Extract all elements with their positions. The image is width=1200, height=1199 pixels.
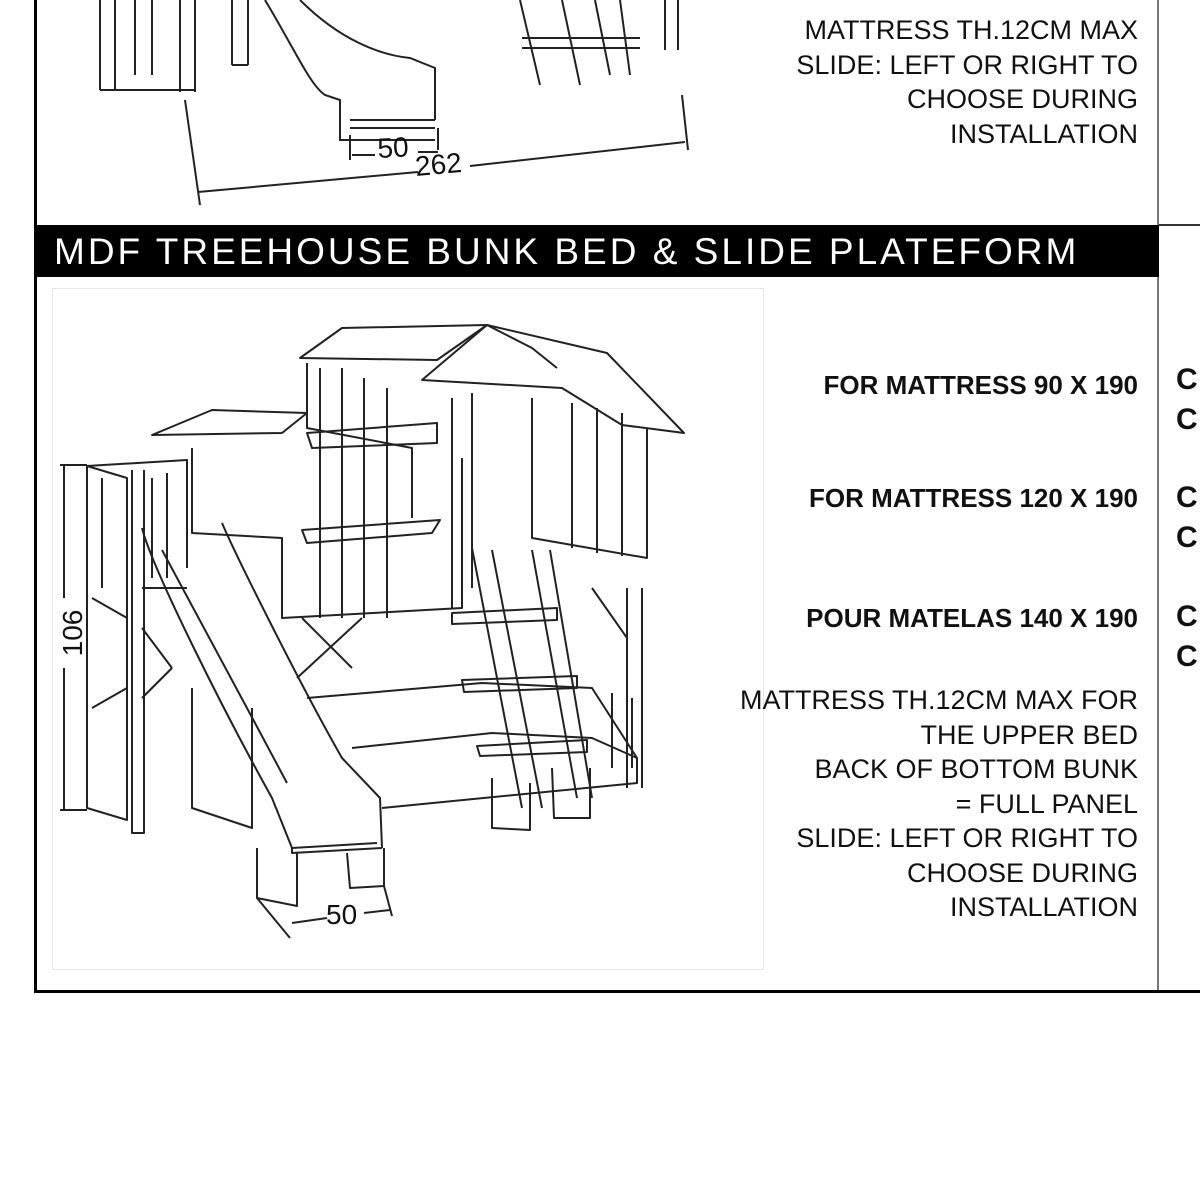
top-right-rule xyxy=(1159,224,1200,226)
top-drawing-dim-line xyxy=(469,141,686,167)
dim-line xyxy=(60,464,87,811)
spec-140x190: POUR MATELAS 140 X 190 xyxy=(806,603,1138,633)
bottom-bunk-rail xyxy=(611,693,633,768)
top-drawing-dim-line xyxy=(197,171,419,193)
cabin-wall xyxy=(451,393,473,608)
top-drawing-post xyxy=(231,0,249,66)
top-drawing-dim-line xyxy=(352,151,438,156)
note-line: INSTALLATION xyxy=(949,892,1138,922)
top-drawing-ladder xyxy=(519,0,631,86)
cabin-wall xyxy=(306,363,413,518)
top-frame-right-border xyxy=(1157,0,1159,225)
note-line: MATTRESS TH.12CM MAX xyxy=(804,15,1138,45)
top-frame-left-border xyxy=(34,0,37,225)
top-drawing-dim-line xyxy=(681,94,689,151)
dim-height-label: 106 xyxy=(57,610,88,657)
roof xyxy=(421,324,685,434)
dim-line xyxy=(256,885,393,939)
top-slide-drawing: 50 262 xyxy=(99,0,689,206)
top-drawing-dim-line xyxy=(184,99,201,206)
slide-foot xyxy=(256,848,385,907)
slide-ramp-end xyxy=(291,847,383,854)
clipped-column-letter: C xyxy=(1176,521,1198,554)
clipped-column-letter: C xyxy=(1176,403,1198,436)
note-line: THE UPPER BED xyxy=(920,719,1138,750)
ladder-step xyxy=(476,739,588,757)
note-line: INSTALLATION xyxy=(949,118,1138,149)
top-dim-total-label: 262 xyxy=(414,147,463,182)
top-drawing-slide xyxy=(264,0,435,141)
slide xyxy=(141,527,378,849)
top-drawing-dim-line xyxy=(349,128,439,160)
roof xyxy=(299,324,488,361)
clipped-column-letter: C xyxy=(1176,640,1198,673)
tower-frame xyxy=(131,470,145,834)
note-line: = FULL PANEL xyxy=(955,788,1138,819)
note-line: BACK OF BOTTOM BUNK xyxy=(814,754,1138,784)
drawing-panel xyxy=(52,288,764,970)
spec-90x190: FOR MATTRESS 90 X 190 xyxy=(823,370,1139,400)
note-line: SLIDE: LEFT OR RIGHT TO xyxy=(796,823,1138,853)
top-dim-slide-label: 50 xyxy=(377,131,410,164)
cabin-wall xyxy=(531,398,648,559)
top-notes: MATTRESS TH.12CM MAX SLIDE: LEFT OR RIGH… xyxy=(796,13,1138,151)
cabin-shelf xyxy=(306,422,438,449)
main-frame-bottom-border xyxy=(34,990,1200,993)
main-frame-left-border xyxy=(34,277,37,993)
bottom-bunk-panel xyxy=(191,688,253,829)
dim-slide-label: 50 xyxy=(326,899,357,930)
ladder-foot xyxy=(491,767,591,831)
bottom-bunk xyxy=(306,682,638,809)
top-drawing-ladder xyxy=(522,37,640,49)
spec-120x190: FOR MATTRESS 120 X 190 xyxy=(809,483,1138,513)
section-title-bar: MDF TREEHOUSE BUNK BED & SLIDE PLATEFORM xyxy=(34,225,1159,277)
treehouse-drawing: 106 50 xyxy=(57,324,685,939)
ladder-step xyxy=(461,675,578,693)
note-line: SLIDE: LEFT OR RIGHT TO xyxy=(796,49,1138,80)
clipped-column-letter: C xyxy=(1176,600,1198,633)
top-drawing-post xyxy=(99,0,196,92)
note-line: CHOOSE DURING xyxy=(906,857,1138,888)
main-notes: MATTRESS TH.12CM MAX FOR THE UPPER BED B… xyxy=(740,683,1138,925)
cabin-plank xyxy=(319,368,623,618)
top-drawing-slide xyxy=(299,0,436,120)
clipped-column-letter: C xyxy=(1176,363,1198,396)
roof-ridge xyxy=(486,324,558,369)
section-title: MDF TREEHOUSE BUNK BED & SLIDE PLATEFORM xyxy=(54,231,1080,272)
slide xyxy=(161,549,288,784)
note-line: CHOOSE DURING xyxy=(906,84,1138,114)
clipped-column-letter: C xyxy=(1176,481,1198,514)
tower-brace xyxy=(91,597,173,709)
tower-frame xyxy=(86,465,128,821)
cabin-wall xyxy=(191,448,463,619)
slide xyxy=(221,522,383,849)
main-frame-right-border xyxy=(1157,277,1159,993)
cabin-shelf xyxy=(301,519,441,544)
ladder-step xyxy=(451,607,558,625)
support-post xyxy=(626,588,643,788)
note-line: MATTRESS TH.12CM MAX FOR xyxy=(739,685,1138,715)
top-drawing-slide xyxy=(350,119,435,129)
roof xyxy=(151,409,308,436)
support-brace xyxy=(296,587,628,679)
top-drawing-ladder xyxy=(664,0,679,50)
bottom-bunk xyxy=(351,732,638,759)
